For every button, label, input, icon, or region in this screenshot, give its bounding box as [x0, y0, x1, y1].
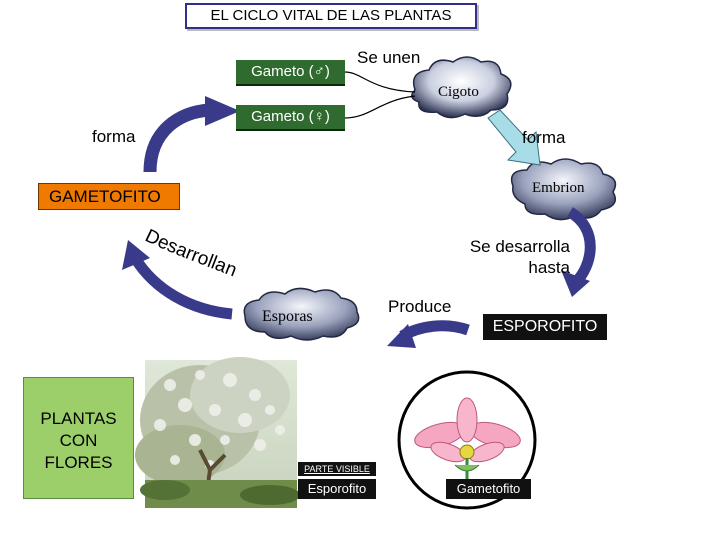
plantas-line: PLANTAS [24, 408, 133, 430]
se-unen-label: Se unen [357, 48, 420, 68]
gameto-female-box: Gameto (♀) [236, 105, 345, 131]
flores-line: FLORES [24, 452, 133, 474]
gametofito-caption: Gametofito [446, 479, 531, 499]
arrow-desarrollan [135, 258, 232, 314]
arrow-desarrolla [570, 212, 590, 282]
con-line: CON [24, 430, 133, 452]
cigoto-label: Cigoto [438, 84, 479, 101]
plantas-con-flores-box: PLANTAS CON FLORES [23, 377, 134, 499]
esporofito-caption: Esporofito [298, 479, 376, 499]
page-title: EL CICLO VITAL DE LAS PLANTAS [185, 3, 477, 29]
se-desarrolla-line: Se desarrolla [460, 236, 570, 257]
se-desarrolla-hasta-label: Se desarrolla hasta [460, 236, 570, 278]
union-line-top [345, 72, 415, 92]
arrow-produce [402, 326, 468, 336]
arrow-forma-left [150, 110, 210, 172]
gametofito-box: GAMETOFITO [38, 183, 180, 210]
produce-label: Produce [388, 297, 451, 317]
forma-left-label: forma [92, 127, 135, 147]
union-line-bottom [345, 96, 415, 118]
hasta-line: hasta [460, 257, 570, 278]
embrion-label: Embrion [532, 180, 585, 197]
arrow-forma-left-head [205, 96, 240, 126]
forma-right-label: forma [522, 128, 565, 148]
esporas-label: Esporas [262, 308, 313, 326]
tree-photo [135, 357, 300, 508]
gameto-male-box: Gameto (♂) [236, 60, 345, 86]
esporofito-title-box: ESPOROFITO [483, 314, 607, 340]
parte-visible-label: PARTE VISIBLE [298, 462, 376, 476]
